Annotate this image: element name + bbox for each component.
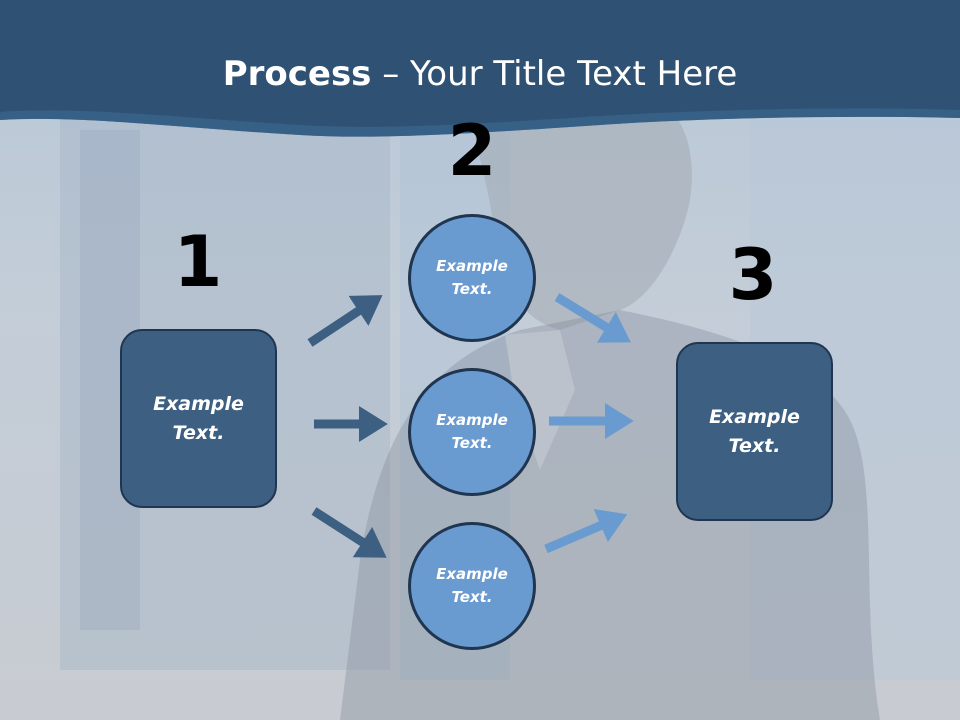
header-band [0,0,960,137]
circle-top-label: Example Text. [436,257,508,298]
arrow-top-to-3 [554,293,631,343]
circle-top: Example Text. [408,214,536,342]
slide-title: Process – Your Title Text Here [0,52,960,96]
step-number-1: 1 [173,221,223,303]
step-number-3: 3 [728,234,778,316]
step-box-1-label: Example Text. [153,392,244,444]
circle-middle: Example Text. [408,368,536,496]
circle-middle-label: Example Text. [436,411,508,452]
step-number-2: 2 [447,110,497,192]
title-rest: – Your Title Text Here [371,54,738,94]
arrow-1-to-bottom [311,507,387,558]
step-box-3-label: Example Text. [709,405,800,457]
arrow-bottom-to-3 [544,509,628,554]
arrow-1-to-top [307,295,383,347]
title-bold: Process [222,54,372,94]
circle-bottom: Example Text. [408,522,536,650]
step-box-1: Example Text. [120,329,277,508]
step-box-3: Example Text. [676,342,833,521]
circle-bottom-label: Example Text. [436,565,508,606]
